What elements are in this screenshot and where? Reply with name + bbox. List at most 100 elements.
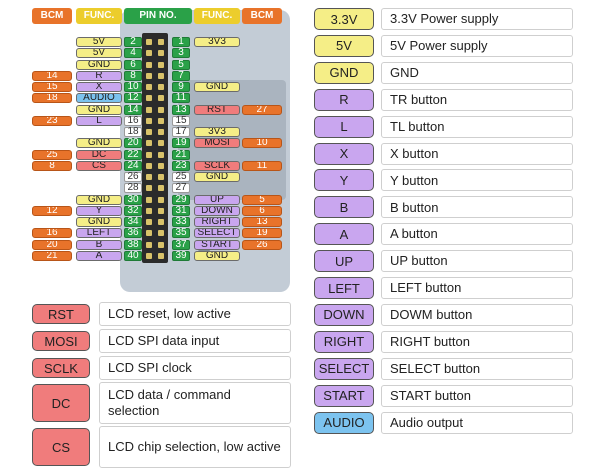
pin-number-right: 27 bbox=[172, 183, 190, 194]
legend-tag: SELECT bbox=[314, 357, 374, 380]
func-label-left: 5V bbox=[76, 37, 122, 47]
header-func-right: FUNC. bbox=[194, 8, 240, 24]
pin-number-left: 24 bbox=[124, 160, 142, 171]
pin-number-right: 19 bbox=[172, 138, 190, 149]
pin-pad bbox=[146, 252, 152, 259]
pin-number-right: 37 bbox=[172, 239, 190, 250]
pin-pad bbox=[158, 61, 164, 68]
func-label-left: GND bbox=[76, 59, 122, 70]
func-label-left: CS bbox=[76, 160, 122, 171]
legend-description: LCD data / command selection bbox=[99, 382, 291, 424]
pin-pad bbox=[146, 61, 152, 68]
bcm-label-left: 12 bbox=[32, 205, 72, 216]
bcm-label-right: 5 bbox=[242, 194, 282, 205]
pin-pad bbox=[146, 72, 152, 79]
legend-tag: AUDIO bbox=[314, 411, 374, 434]
pin-number-right: 7 bbox=[172, 70, 190, 81]
bcm-label-left: 18 bbox=[32, 93, 72, 104]
pin-pad bbox=[146, 129, 152, 135]
pin-pad bbox=[158, 219, 164, 225]
func-label-right: 3V3 bbox=[194, 127, 240, 137]
pin-pad bbox=[146, 196, 152, 203]
pin-number-left: 10 bbox=[124, 82, 142, 92]
legend-tag: X bbox=[314, 142, 374, 165]
pin-pad bbox=[158, 117, 164, 124]
legend-description: 5V Power supply bbox=[381, 34, 573, 57]
pin-number-right: 13 bbox=[172, 104, 190, 115]
pin-pad bbox=[158, 174, 164, 180]
header-func-left: FUNC. bbox=[76, 8, 122, 24]
legend-tag: B bbox=[314, 196, 374, 219]
pin-pad bbox=[158, 84, 164, 90]
legend-tag: LEFT bbox=[314, 277, 374, 299]
legend-tag: UP bbox=[314, 250, 374, 273]
pin-pad bbox=[146, 140, 152, 147]
func-label-right: MOSI bbox=[194, 138, 240, 149]
pin-number-left: 34 bbox=[124, 217, 142, 227]
pin-number-left: 4 bbox=[124, 48, 142, 59]
func-label-right: SCLK bbox=[194, 160, 240, 171]
bcm-label-right: 10 bbox=[242, 138, 282, 149]
bcm-label-left: 20 bbox=[32, 239, 72, 250]
pin-pad bbox=[158, 196, 164, 203]
legend-tag: L bbox=[314, 115, 374, 138]
func-label-left: GND bbox=[76, 217, 122, 227]
legend-tag: R bbox=[314, 88, 374, 111]
pin-pad bbox=[158, 241, 164, 248]
bcm-label-left: 8 bbox=[32, 160, 72, 171]
pin-number-right: 11 bbox=[172, 93, 190, 104]
func-label-right: UP bbox=[194, 194, 240, 205]
func-label-left: DC bbox=[76, 149, 122, 160]
func-label-left: Y bbox=[76, 205, 122, 216]
legend-tag: DOWN bbox=[314, 303, 374, 326]
legend-tag: START bbox=[314, 384, 374, 407]
pin-pad bbox=[146, 185, 152, 192]
pin-number-right: 1 bbox=[172, 37, 190, 47]
pin-number-right: 21 bbox=[172, 149, 190, 160]
func-label-left: A bbox=[76, 250, 122, 261]
pin-number-right: 3 bbox=[172, 48, 190, 59]
pin-number-right: 23 bbox=[172, 160, 190, 171]
pin-number-right: 25 bbox=[172, 172, 190, 182]
func-label-right: RST bbox=[194, 104, 240, 115]
pin-number-left: 40 bbox=[124, 250, 142, 261]
legend-tag: GND bbox=[314, 61, 374, 84]
pin-pad bbox=[158, 106, 164, 113]
legend-description: LCD SPI data input bbox=[99, 329, 291, 353]
pin-pad bbox=[158, 207, 164, 214]
legend-tag: A bbox=[314, 223, 374, 246]
legend-description: TR button bbox=[381, 88, 573, 111]
legend-tag: 3.3V bbox=[314, 8, 374, 30]
pin-pad bbox=[146, 106, 152, 113]
bcm-label-right: 19 bbox=[242, 228, 282, 239]
pin-number-left: 36 bbox=[124, 228, 142, 239]
bcm-label-right: 26 bbox=[242, 239, 282, 250]
pin-pad bbox=[146, 95, 152, 102]
legend-description: LCD chip selection, low active bbox=[99, 426, 291, 468]
header-bcm-right: BCM bbox=[242, 8, 282, 24]
legend-tag: Y bbox=[314, 169, 374, 192]
pin-pad bbox=[158, 72, 164, 79]
bcm-label-left: 21 bbox=[32, 250, 72, 261]
pin-number-right: 9 bbox=[172, 82, 190, 92]
func-label-left: GND bbox=[76, 194, 122, 205]
bcm-label-left: 25 bbox=[32, 149, 72, 160]
pin-number-right: 5 bbox=[172, 59, 190, 70]
func-label-right: RIGHT bbox=[194, 217, 240, 227]
legend-description: UP button bbox=[381, 250, 573, 273]
header-bcm-left: BCM bbox=[32, 8, 72, 24]
legend-description: LCD reset, low active bbox=[99, 302, 291, 326]
legend-description: A button bbox=[381, 223, 573, 246]
func-label-right: GND bbox=[194, 250, 240, 261]
pin-pad bbox=[158, 230, 164, 237]
legend-tag: DC bbox=[32, 384, 90, 422]
func-label-left: GND bbox=[76, 138, 122, 149]
legend-tag: MOSI bbox=[32, 331, 90, 351]
legend-description: Y button bbox=[381, 169, 573, 192]
func-label-left: GND bbox=[76, 104, 122, 115]
pin-pad bbox=[146, 219, 152, 225]
func-label-left: AUDIO bbox=[76, 93, 122, 104]
pin-pad bbox=[146, 230, 152, 237]
func-label-left: X bbox=[76, 82, 122, 92]
legend-description: Audio output bbox=[381, 411, 573, 434]
